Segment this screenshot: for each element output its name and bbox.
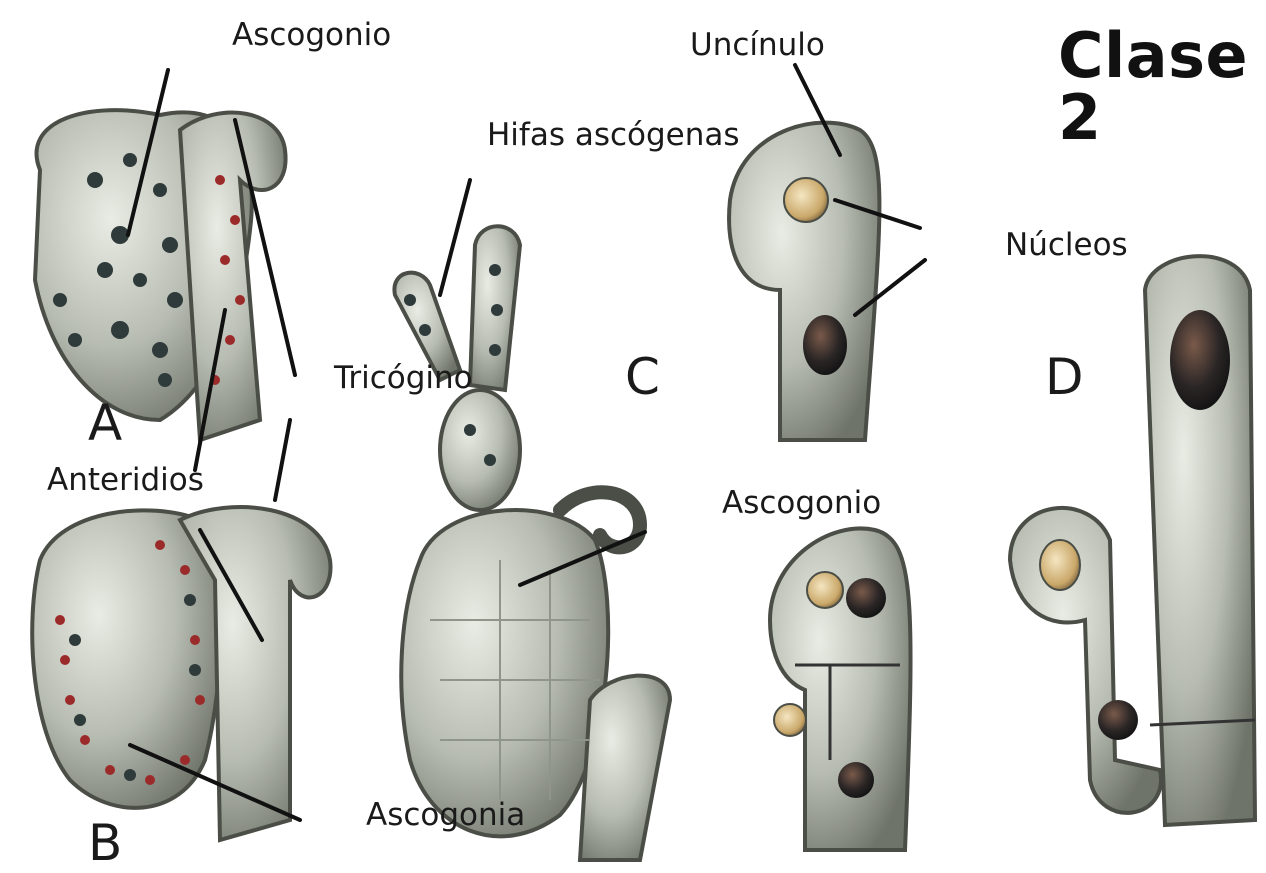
trichogyne-c: [440, 390, 520, 510]
nucleus-pale-lower-1: [807, 572, 843, 608]
panel-c-illustration: [394, 226, 670, 860]
nucleus-pale-lower-2: [774, 704, 806, 736]
hook-upper-illustration: [729, 123, 879, 440]
nucleus-pale-d: [1040, 540, 1080, 590]
crozier-lower: [770, 528, 911, 850]
crozier-upper: [729, 123, 879, 440]
page-title: Clase 2: [1058, 25, 1266, 149]
nucleus-dark-d1: [1170, 310, 1230, 410]
label-hifas-ascogenas: Hifas ascógenas: [487, 120, 740, 151]
label-ascogonio-top: Ascogonio: [232, 20, 391, 51]
label-ascogonio-mid: Ascogonio: [722, 488, 881, 519]
panel-d-illustration: [1010, 256, 1255, 825]
side-cell-c: [580, 676, 670, 860]
panel-a-illustration: [35, 110, 286, 440]
nucleus-dark-lower-2: [838, 762, 874, 798]
panel-letter-b: B: [88, 818, 122, 868]
leader-hifas: [440, 180, 470, 295]
nucleus-dark-lower-1: [846, 578, 886, 618]
nucleus-pale-upper: [784, 178, 828, 222]
crozier-d: [1010, 508, 1161, 813]
label-anteridios: Anteridios: [47, 465, 204, 496]
nucleus-dark-upper: [803, 315, 847, 375]
panel-letter-a: A: [88, 398, 122, 448]
label-ascogonia: Ascogonia: [366, 800, 525, 831]
leader-anteridios-2: [275, 420, 290, 500]
panel-letter-c: C: [625, 352, 660, 402]
label-nucleos: Núcleos: [1005, 230, 1128, 261]
label-tricogino: Tricógino: [334, 363, 473, 394]
panel-b-illustration: [32, 507, 330, 840]
panel-letter-d: D: [1045, 352, 1084, 402]
nucleus-dark-d2: [1098, 700, 1138, 740]
label-uncinulo: Uncínulo: [690, 30, 825, 61]
hook-lower-illustration: [770, 528, 911, 850]
